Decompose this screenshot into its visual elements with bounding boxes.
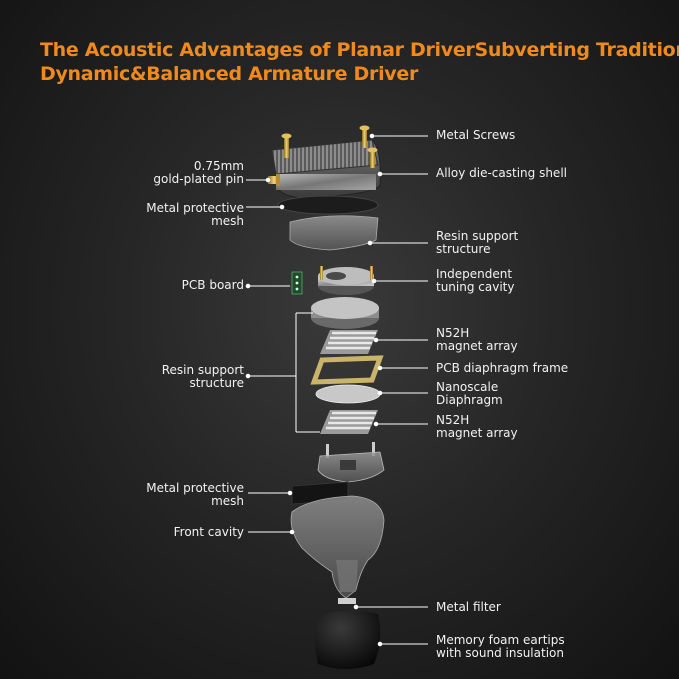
label-resin-support-left: Resin support structure (161, 363, 244, 390)
metal-filter-part (338, 598, 356, 604)
label-pcb-board: PCB board (181, 278, 244, 292)
label-eartips: Memory foam eartips with sound insulatio… (436, 633, 565, 660)
tuning-cavity-part (318, 266, 374, 295)
title-line-2: Dynamic&Balanced Armature Driver (40, 63, 419, 85)
front-cavity-part (290, 495, 385, 599)
label-metal-screws: Metal Screws (436, 128, 516, 142)
diaphragm-part (315, 384, 381, 404)
bottom-resin-part (317, 442, 385, 483)
top-resin-part (289, 215, 379, 251)
label-magnet-array-top: N52H magnet array (436, 326, 518, 353)
label-alloy-shell: Alloy die-casting shell (436, 166, 567, 180)
resin-plate-part (311, 297, 379, 329)
label-pcb-frame: PCB diaphragm frame (436, 361, 569, 375)
label-resin-support-top: Resin support structure (436, 229, 519, 256)
title-line-1: The Acoustic Advantages of Planar Driver… (40, 39, 679, 61)
leader-lines (245, 133, 428, 647)
eartip-part (315, 610, 381, 669)
gold-pin-icon (268, 174, 280, 186)
label-front-cavity: Front cavity (173, 525, 244, 539)
pcb-frame-part (310, 355, 384, 385)
top-mesh-part (277, 195, 379, 215)
label-magnet-array-bottom: N52H magnet array (436, 413, 518, 440)
label-diaphragm: Nanoscale Diaphragm (436, 380, 503, 407)
label-metal-mesh-top: Metal protective mesh (146, 201, 244, 228)
metal-screw-icon (281, 125, 378, 168)
magnet-array-bottom-part (320, 410, 378, 434)
label-metal-filter: Metal filter (436, 600, 501, 614)
label-tuning-cavity: Independent tuning cavity (436, 267, 515, 294)
label-gold-pin: 0.75mm gold-plated pin (153, 159, 244, 186)
page-title: The Acoustic Advantages of Planar Driver… (40, 38, 679, 86)
label-metal-mesh-bottom: Metal protective mesh (146, 481, 244, 508)
alloy-shell-part (271, 139, 381, 199)
pcb-board-part (291, 271, 303, 295)
magnet-array-top-part (320, 330, 378, 354)
